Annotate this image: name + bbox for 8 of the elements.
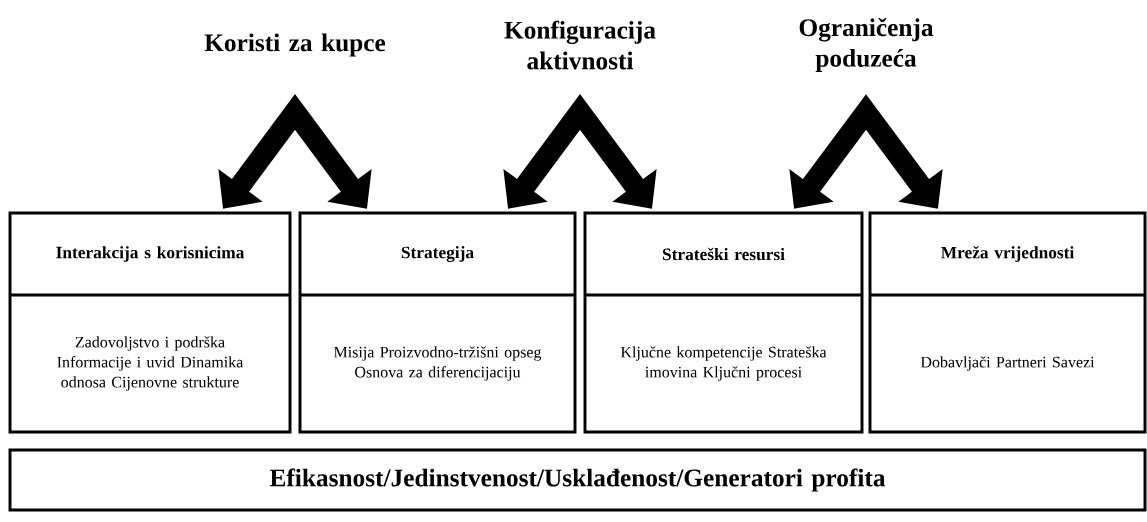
summary-band: Efikasnost/Jedinstvenost/Usklađenost/Generatori profita [8, 448, 1147, 512]
model-box: Interakcija s korisnicima Zadovoljstvo i podrška Informacije i uvid Dinamika odnosa Cijenovne strukture [8, 211, 292, 434]
model-box: Mreža vrijednosti Dobavljači Partneri Savezi [868, 211, 1147, 434]
model-box: Strategija Misija Proizvodno-tržišni opseg Osnova za diferencijaciju [298, 211, 577, 434]
arrow-heading: Konfiguracija aktivnosti [504, 20, 656, 70]
arrow-heading: Ograničenja poduzeća [799, 18, 934, 72]
model-box: Strateški resursi Ključne kompetencije Strateška imovina Ključni procesi [583, 211, 864, 434]
arrow-heading: Koristi za kupce [204, 33, 386, 57]
